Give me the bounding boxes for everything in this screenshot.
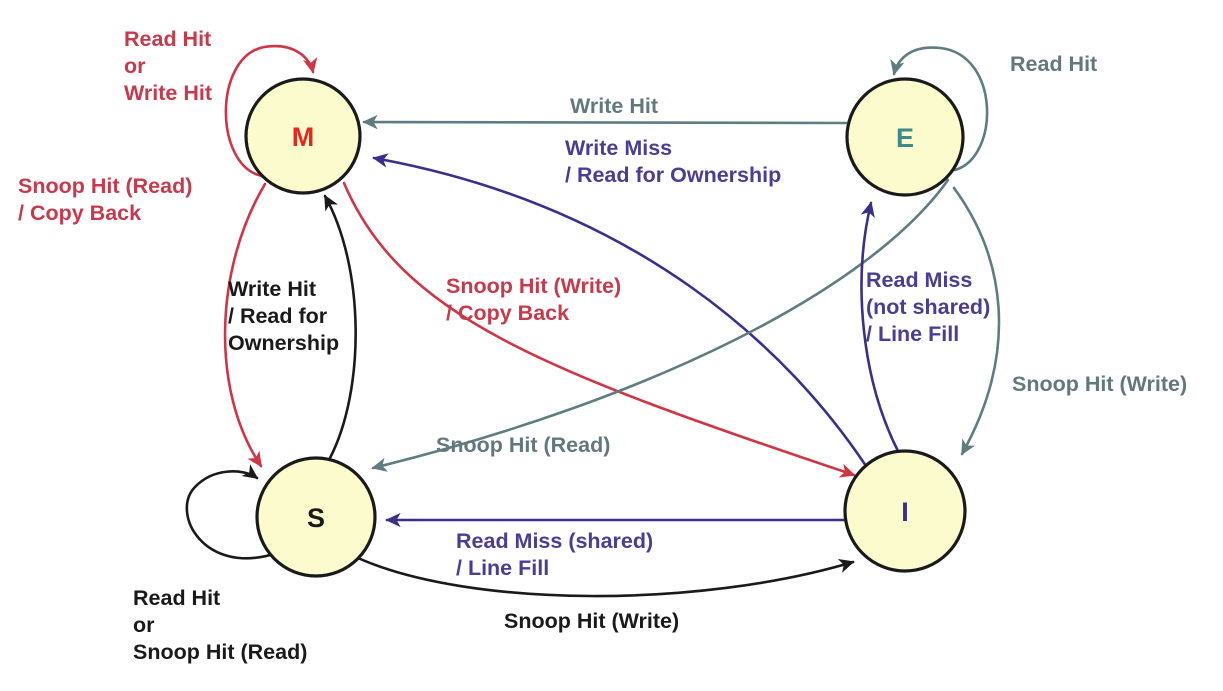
edge-i-to-m: [372, 153, 868, 468]
edge-e-to-s: [371, 178, 950, 472]
edge-label-text: Snoop Hit (Read)/ Copy Back: [18, 174, 192, 225]
state-circle-s[interactable]: [255, 456, 377, 578]
state-node-s[interactable]: S: [255, 456, 377, 578]
state-label-e: E: [896, 123, 914, 153]
edge-label-m-to-i: Snoop Hit (Write)/ Copy Back: [446, 274, 621, 325]
edge-label-i-to-m: Write Miss/ Read for Ownership: [565, 136, 781, 187]
state-label-i: I: [901, 497, 909, 527]
edge-s-to-i: [356, 556, 855, 598]
state-label-s: S: [307, 503, 325, 533]
state-circle-m[interactable]: [244, 77, 362, 195]
edge-label-i-to-s: Read Miss (shared)/ Line Fill: [456, 529, 653, 580]
edge-label-s-to-i: Snoop Hit (Write): [504, 609, 679, 633]
edge-label-text: Snoop Hit (Write)/ Copy Back: [446, 274, 621, 325]
edge-label-text: Write Miss/ Read for Ownership: [565, 136, 781, 187]
state-node-m[interactable]: M: [244, 77, 362, 195]
edge-label-text: Write Hit: [570, 94, 658, 118]
edge-label-e-to-s: Snoop Hit (Read): [436, 433, 610, 457]
edge-e-self-loop: [890, 46, 989, 172]
edge-label-e-to-m: Write Hit: [570, 94, 658, 118]
edge-label-text: Snoop Hit (Read): [436, 433, 610, 457]
edge-label-text: Read Miss (shared)/ Line Fill: [456, 529, 653, 580]
edge-e-to-m: [362, 114, 848, 130]
edge-label-text: Snoop Hit (Write): [1012, 372, 1187, 396]
edge-e-to-i: [952, 186, 1001, 456]
edge-s-to-m: [323, 194, 357, 460]
state-label-m: M: [292, 122, 315, 152]
state-circle-e[interactable]: [845, 77, 965, 197]
edge-label-text: Snoop Hit (Write): [504, 609, 679, 633]
edge-m-to-s: [223, 182, 267, 468]
edge-s-self-loop: [185, 464, 279, 560]
edge-m-self-loop: [224, 44, 318, 178]
edge-label-m-to-s: Snoop Hit (Read)/ Copy Back: [18, 174, 192, 225]
state-node-e[interactable]: E: [845, 77, 965, 197]
edge-label-text: Read Miss(not shared)/ Line Fill: [866, 268, 990, 346]
edge-label-e-self: Read Hit: [1010, 52, 1097, 76]
state-circle-i[interactable]: [843, 449, 967, 573]
edge-label-e-to-i: Snoop Hit (Write): [1012, 372, 1187, 396]
state-node-i[interactable]: I: [843, 449, 967, 573]
edge-m-to-i: [342, 181, 856, 478]
edge-label-text: Read Hit: [1010, 52, 1097, 76]
edge-i-to-e: [860, 201, 900, 453]
edge-label-i-to-e: Read Miss(not shared)/ Line Fill: [866, 268, 990, 346]
